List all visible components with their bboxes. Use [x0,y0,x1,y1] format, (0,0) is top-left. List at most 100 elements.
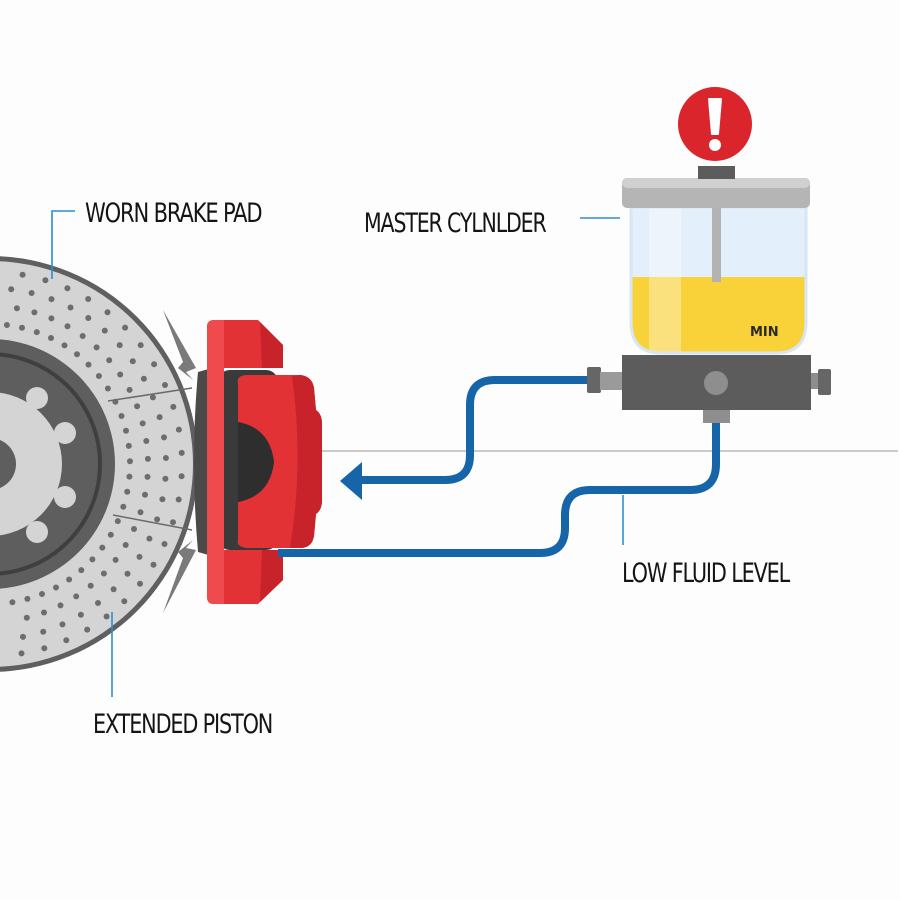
rotor-drill-hole [84,626,91,633]
brake-caliper-icon [207,320,322,604]
rotor-slot-line [107,387,193,402]
rotor-drill-hole [137,342,144,349]
rotor-drill-hole [66,576,73,583]
rotor-drill-hole [79,333,86,339]
rotor-drill-hole [122,324,129,331]
rotor-drill-hole [99,544,106,551]
rotor-drill-hole [136,553,143,560]
rotor-drill-hole [118,413,125,419]
rotor-drill-hole [106,357,113,364]
lug-hole [54,422,76,444]
rotor-drill-hole [48,296,55,303]
rotor-drill-hole [8,286,15,293]
rotor-drill-hole [159,496,166,503]
rotor-drill-hole [104,309,111,316]
rotor-drill-hole [143,438,150,444]
arrow-left-icon [340,462,362,500]
warning-exclamation-icon [678,87,752,161]
rotor-drill-hole [85,296,92,302]
rotor-drill-hole [114,518,121,525]
rotor-drill-hole [131,526,137,532]
rotor-drill-hole [126,473,133,480]
rotor-drill-hole [73,593,80,600]
rotor-drill-hole [170,403,177,410]
rotor-drill-hole [156,414,163,421]
rotor-drill-hole [40,628,47,635]
force-arrow-bottom [163,540,196,613]
rotor-drill-hole [63,637,70,644]
rotor-drill-hole [162,475,169,482]
rotor-drill-hole [129,358,136,365]
label-worn-brake-pad: WORN BRAKE PAD [85,197,262,228]
rotor-drill-hole [154,516,161,523]
rotor-drill-hole [85,315,92,321]
master-cylinder-body [587,355,831,423]
rotor-drill-hole [149,394,156,401]
rotor-drill-hole [139,420,146,427]
rotor-drill-hole [41,645,48,652]
rotor-drill-hole [59,621,66,628]
rotor-drill-hole [146,535,153,542]
rotor-drill-hole [31,309,38,316]
leader-line-worn-brake-pad [51,210,75,279]
fluid-reservoir-icon: MIN [622,166,810,355]
rotor-drill-hole [162,455,169,461]
rotor-drill-hole [140,375,147,382]
rotor-drill-hole [13,305,20,312]
rotor-drill-hole [112,556,119,563]
rotor-drill-hole [89,556,96,563]
rotor-drill-hole [150,561,157,568]
rotor-drill-hole [19,271,26,278]
rotor-drill-hole [120,503,127,510]
rotor-slot-line [112,514,193,531]
force-arrow-top [163,310,196,380]
rotor-drill-hole [103,613,110,620]
rotor-drill-hole [162,382,168,388]
rotor-drill-hole [95,373,102,379]
rotor-drill-hole [48,335,54,341]
rotor-drill-hole [142,491,148,498]
rotor-drill-hole [19,324,25,331]
rotor-drill-hole [126,386,133,393]
lug-hole [26,521,48,543]
rotor-drill-hole [161,541,168,547]
rotor-drill-hole [3,322,10,328]
rotor-drill-hole [144,473,151,480]
lug-hole [54,486,76,508]
rotor-drill-hole [137,509,144,516]
rotor-drill-hole [107,531,114,538]
rotor-drill-hole [95,600,101,606]
rotor-drill-hole [61,342,68,349]
rotor-drill-hole [117,371,124,378]
rotor-drill-hole [77,611,84,618]
rotor-drill-hole [39,591,45,597]
label-extended-piston: EXTENDED PISTON [93,708,272,739]
rotor-drill-hole [175,426,182,433]
rotor-drill-hole [93,344,100,351]
brake-line-upper [358,376,590,484]
rotor-drill-hole [123,427,129,434]
rotor-drill-hole [178,449,185,456]
label-low-fluid-level: LOW FLUID LEVEL [622,557,791,588]
rotor-drill-holes [3,271,185,657]
rotor-drill-hole [20,633,26,640]
rotor-drill-hole [175,496,182,503]
rotor-drill-hole [178,473,185,480]
rotor-drill-hole [33,329,40,336]
rotor-drill-hole [53,584,59,591]
rotor-drill-hole [124,570,131,577]
rotor-drill-hole [67,304,74,311]
rotor-drill-hole [116,342,123,349]
rotor-drill-hole [18,650,25,657]
rotor-drill-hole [48,315,55,322]
rotor-drill-hole [127,458,133,465]
rotor-drill-hole [104,385,111,392]
rotor-drill-hole [110,586,117,593]
min-level-marker: MIN [750,325,779,340]
rotor-drill-hole [42,277,49,284]
rotor-drill-hole [23,614,30,621]
rotor-drill-hole [161,434,167,441]
rotor-drill-hole [64,323,71,330]
rotor-drill-hole [121,598,128,605]
